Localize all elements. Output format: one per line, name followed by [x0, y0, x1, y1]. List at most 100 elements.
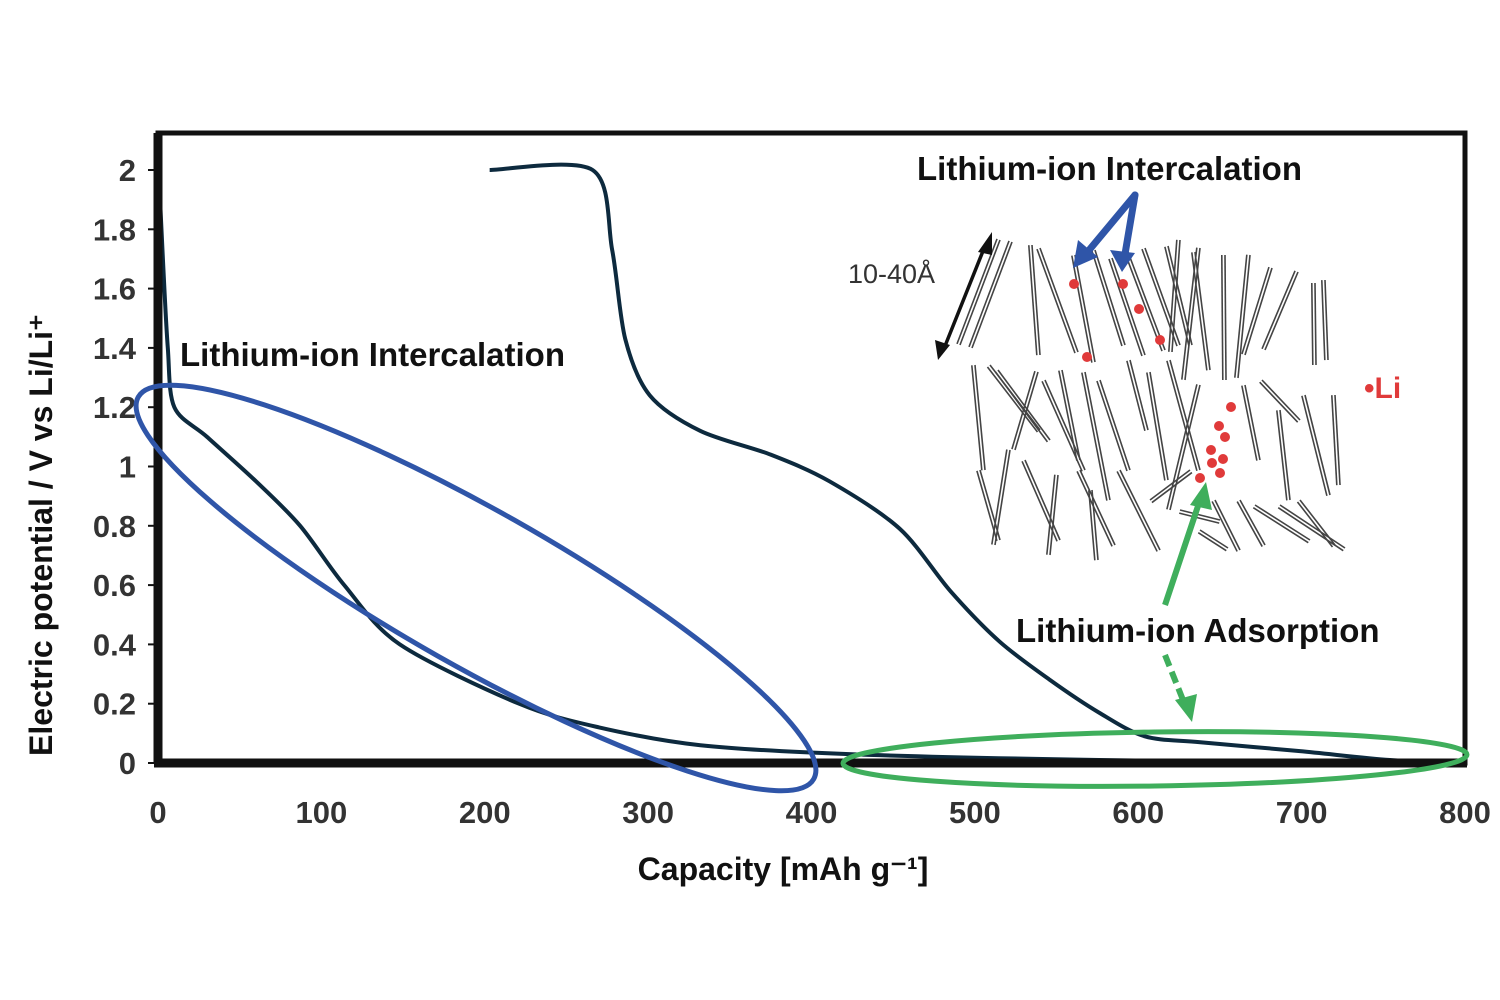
carbon-sheet-line [1179, 512, 1220, 524]
carbon-sheet-line [1149, 371, 1169, 481]
carbon-sheet-line [1108, 258, 1143, 357]
carbon-sheet-line [1084, 371, 1111, 501]
carbon-sheet-line [1181, 247, 1198, 380]
carbon-sheet-line [1279, 504, 1346, 549]
adsorption-arrows-icon [1162, 482, 1212, 722]
intercalation-ellipse [133, 382, 819, 794]
carbon-sheet-line [1039, 247, 1079, 353]
carbon-sheet-line [1179, 509, 1221, 521]
curves [156, 155, 1466, 765]
carbon-sheet-line [1094, 249, 1126, 346]
y-ticks: 00.20.40.60.811.21.41.61.82 [93, 153, 158, 781]
carbon-sheet-line [1096, 380, 1128, 472]
carbon-sheet-line [1011, 370, 1036, 450]
carbon-sheet-line [1151, 471, 1193, 504]
x-tick-label: 200 [459, 795, 511, 830]
x-tick-label: 600 [1112, 795, 1164, 830]
y-tick-label: 1.6 [93, 272, 136, 307]
annotation-spacing: 10-40Å [848, 258, 935, 289]
x-tick-label: 500 [949, 795, 1001, 830]
carbon-sheet-line [1314, 282, 1317, 366]
legend-lithium: •Li [1364, 372, 1401, 405]
adsorption-ellipse [840, 729, 1470, 789]
carbon-sheet-line [1321, 280, 1326, 361]
carbon-sheet-line [979, 469, 1001, 541]
annotation-intercalation-left: Lithium-ion Intercalation [180, 336, 565, 373]
carbon-sheet-line [994, 371, 1049, 443]
carbon-sheet-line [991, 449, 1008, 545]
carbon-sheet-line [997, 369, 1051, 441]
carbon-sheet-line [1091, 250, 1123, 347]
carbon-sheet-line [1164, 246, 1190, 346]
series-line-discharge [156, 155, 1390, 765]
x-axis-label: Capacity [mAh g⁻¹] [638, 851, 929, 887]
carbon-sheet-line [1166, 360, 1198, 472]
carbon-sheet-line [1241, 266, 1270, 355]
carbon-sheet-line [1259, 381, 1299, 423]
carbon-sheet-line [1088, 490, 1096, 561]
carbon-sheet-line [1169, 359, 1201, 471]
series-line-charge [489, 162, 1466, 765]
carbon-sheet-line [1224, 254, 1227, 381]
carbon-sheet-line [1081, 372, 1108, 501]
y-tick-label: 0.6 [93, 568, 136, 603]
carbon-sheet-line [1261, 379, 1301, 421]
carbon-sheet-line [1331, 395, 1338, 486]
carbon-sheet-line [1058, 370, 1078, 461]
x-tick-label: 300 [622, 795, 674, 830]
y-tick-label: 0.4 [93, 627, 137, 662]
carbon-sheet-line [1184, 247, 1201, 381]
carbon-sheet-line [1099, 379, 1131, 471]
carbon-sheet-line [1116, 471, 1158, 552]
carbon-sheet-line [1254, 504, 1311, 541]
y-tick-label: 0 [119, 746, 136, 781]
spacing-double-arrow-icon [935, 232, 992, 360]
carbon-sheet-line [1244, 267, 1273, 356]
carbon-sheet-line [1127, 251, 1166, 351]
carbon-sheet-line [1049, 474, 1059, 556]
carbon-sheet-line [1146, 372, 1166, 481]
lithium-ion-dots [1069, 279, 1236, 483]
carbon-sheet-line [986, 366, 1039, 433]
carbon-sheet-line [1076, 471, 1113, 547]
carbon-sheet-line [1171, 239, 1181, 353]
carbon-sheet-line [971, 365, 983, 471]
x-tick-label: 400 [786, 795, 838, 830]
carbon-sheet-line [1071, 255, 1093, 363]
carbon-sheet-line [1197, 532, 1227, 552]
annotation-intercalation-top: Lithium-ion Intercalation [917, 150, 1302, 187]
carbon-sheet-line [1214, 499, 1241, 551]
carbon-sheet-line [1199, 529, 1229, 549]
carbon-sheet-line [1021, 460, 1058, 542]
carbon-sheet-line [1237, 254, 1251, 379]
x-tick-label: 0 [149, 795, 166, 830]
y-axis-label: Electric potential / V vs Li/Li⁺ [23, 314, 59, 756]
y-tick-label: 0.8 [93, 509, 136, 544]
carbon-sheet-line [1221, 255, 1224, 381]
carbon-sheet-line [1111, 257, 1146, 356]
carbon-sheet-line [1126, 360, 1146, 431]
y-tick-label: 0.2 [93, 687, 136, 722]
carbon-sheet-line [1024, 459, 1061, 541]
annotation-adsorption: Lithium-ion Adsorption [1016, 612, 1380, 649]
carbon-sheet-line [1279, 409, 1291, 501]
carbon-sheet-line [1334, 394, 1341, 486]
carbon-sheet-line [1324, 279, 1329, 361]
carbon-sheet-line [1149, 469, 1191, 501]
carbon-sheet-line [1296, 501, 1334, 548]
x-tick-label: 800 [1439, 795, 1491, 830]
carbon-sheet-line [1074, 254, 1096, 363]
carbon-sheet-line [1264, 271, 1299, 351]
carbon-sheet-line [1169, 384, 1201, 511]
carbon-sheet-line [1299, 499, 1336, 546]
carbon-sheet-line [1061, 369, 1081, 461]
y-tick-label: 1 [119, 450, 136, 485]
plot-frame [155, 130, 1468, 766]
carbon-sheet-line [1239, 499, 1266, 546]
carbon-sheet-line [1244, 384, 1261, 461]
intercalation-arrows-icon [1073, 191, 1139, 272]
x-tick-label: 100 [296, 795, 348, 830]
carbon-sheet-line [1276, 410, 1288, 501]
carbon-sheet-line [1079, 469, 1116, 546]
